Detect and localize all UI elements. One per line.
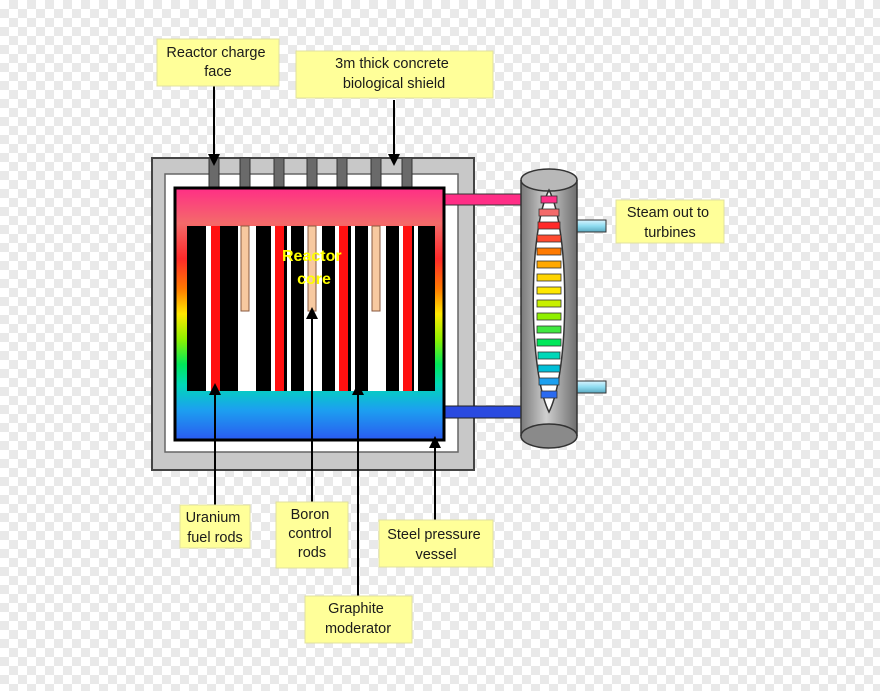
callout-graphite: Graphite moderator [304,595,413,644]
leader-arrows [208,86,441,596]
svg-text:Steam out to turbines: Steam out to turbines [627,205,713,241]
svg-text:Boron control rods: Boron control rods [288,507,336,561]
cold-pipe [443,405,527,419]
svg-text:Graphite moderator: Graphite moderator [325,601,391,637]
svg-text:Uranium fuel rods: Uranium fuel rods [186,510,245,546]
hot-pipe [443,193,527,206]
heat-exchanger-coils [536,195,562,399]
uranium-fuel-rods [211,226,412,391]
reactor-core-label: Reactor core [282,248,346,288]
callout-charge-face: Reactor charge face [156,38,280,87]
heat-exchanger [520,168,578,449]
callout-steam-out: Steam out to turbines [615,199,725,244]
callout-concrete-shield: 3m thick concrete biological shield [295,50,494,99]
callout-boron-rods: Boron control rods [275,501,349,569]
svg-text:Reactor charge face: Reactor charge face [166,45,269,80]
callout-fuel-rods: Uranium fuel rods [179,504,251,549]
callout-pressure-vessel: Steel pressure vessel [378,519,494,568]
svg-text:Steel pressure vessel: Steel pressure vessel [387,527,485,563]
svg-text:3m thick concrete biolog: 3m thick concrete biological shield [335,56,453,92]
